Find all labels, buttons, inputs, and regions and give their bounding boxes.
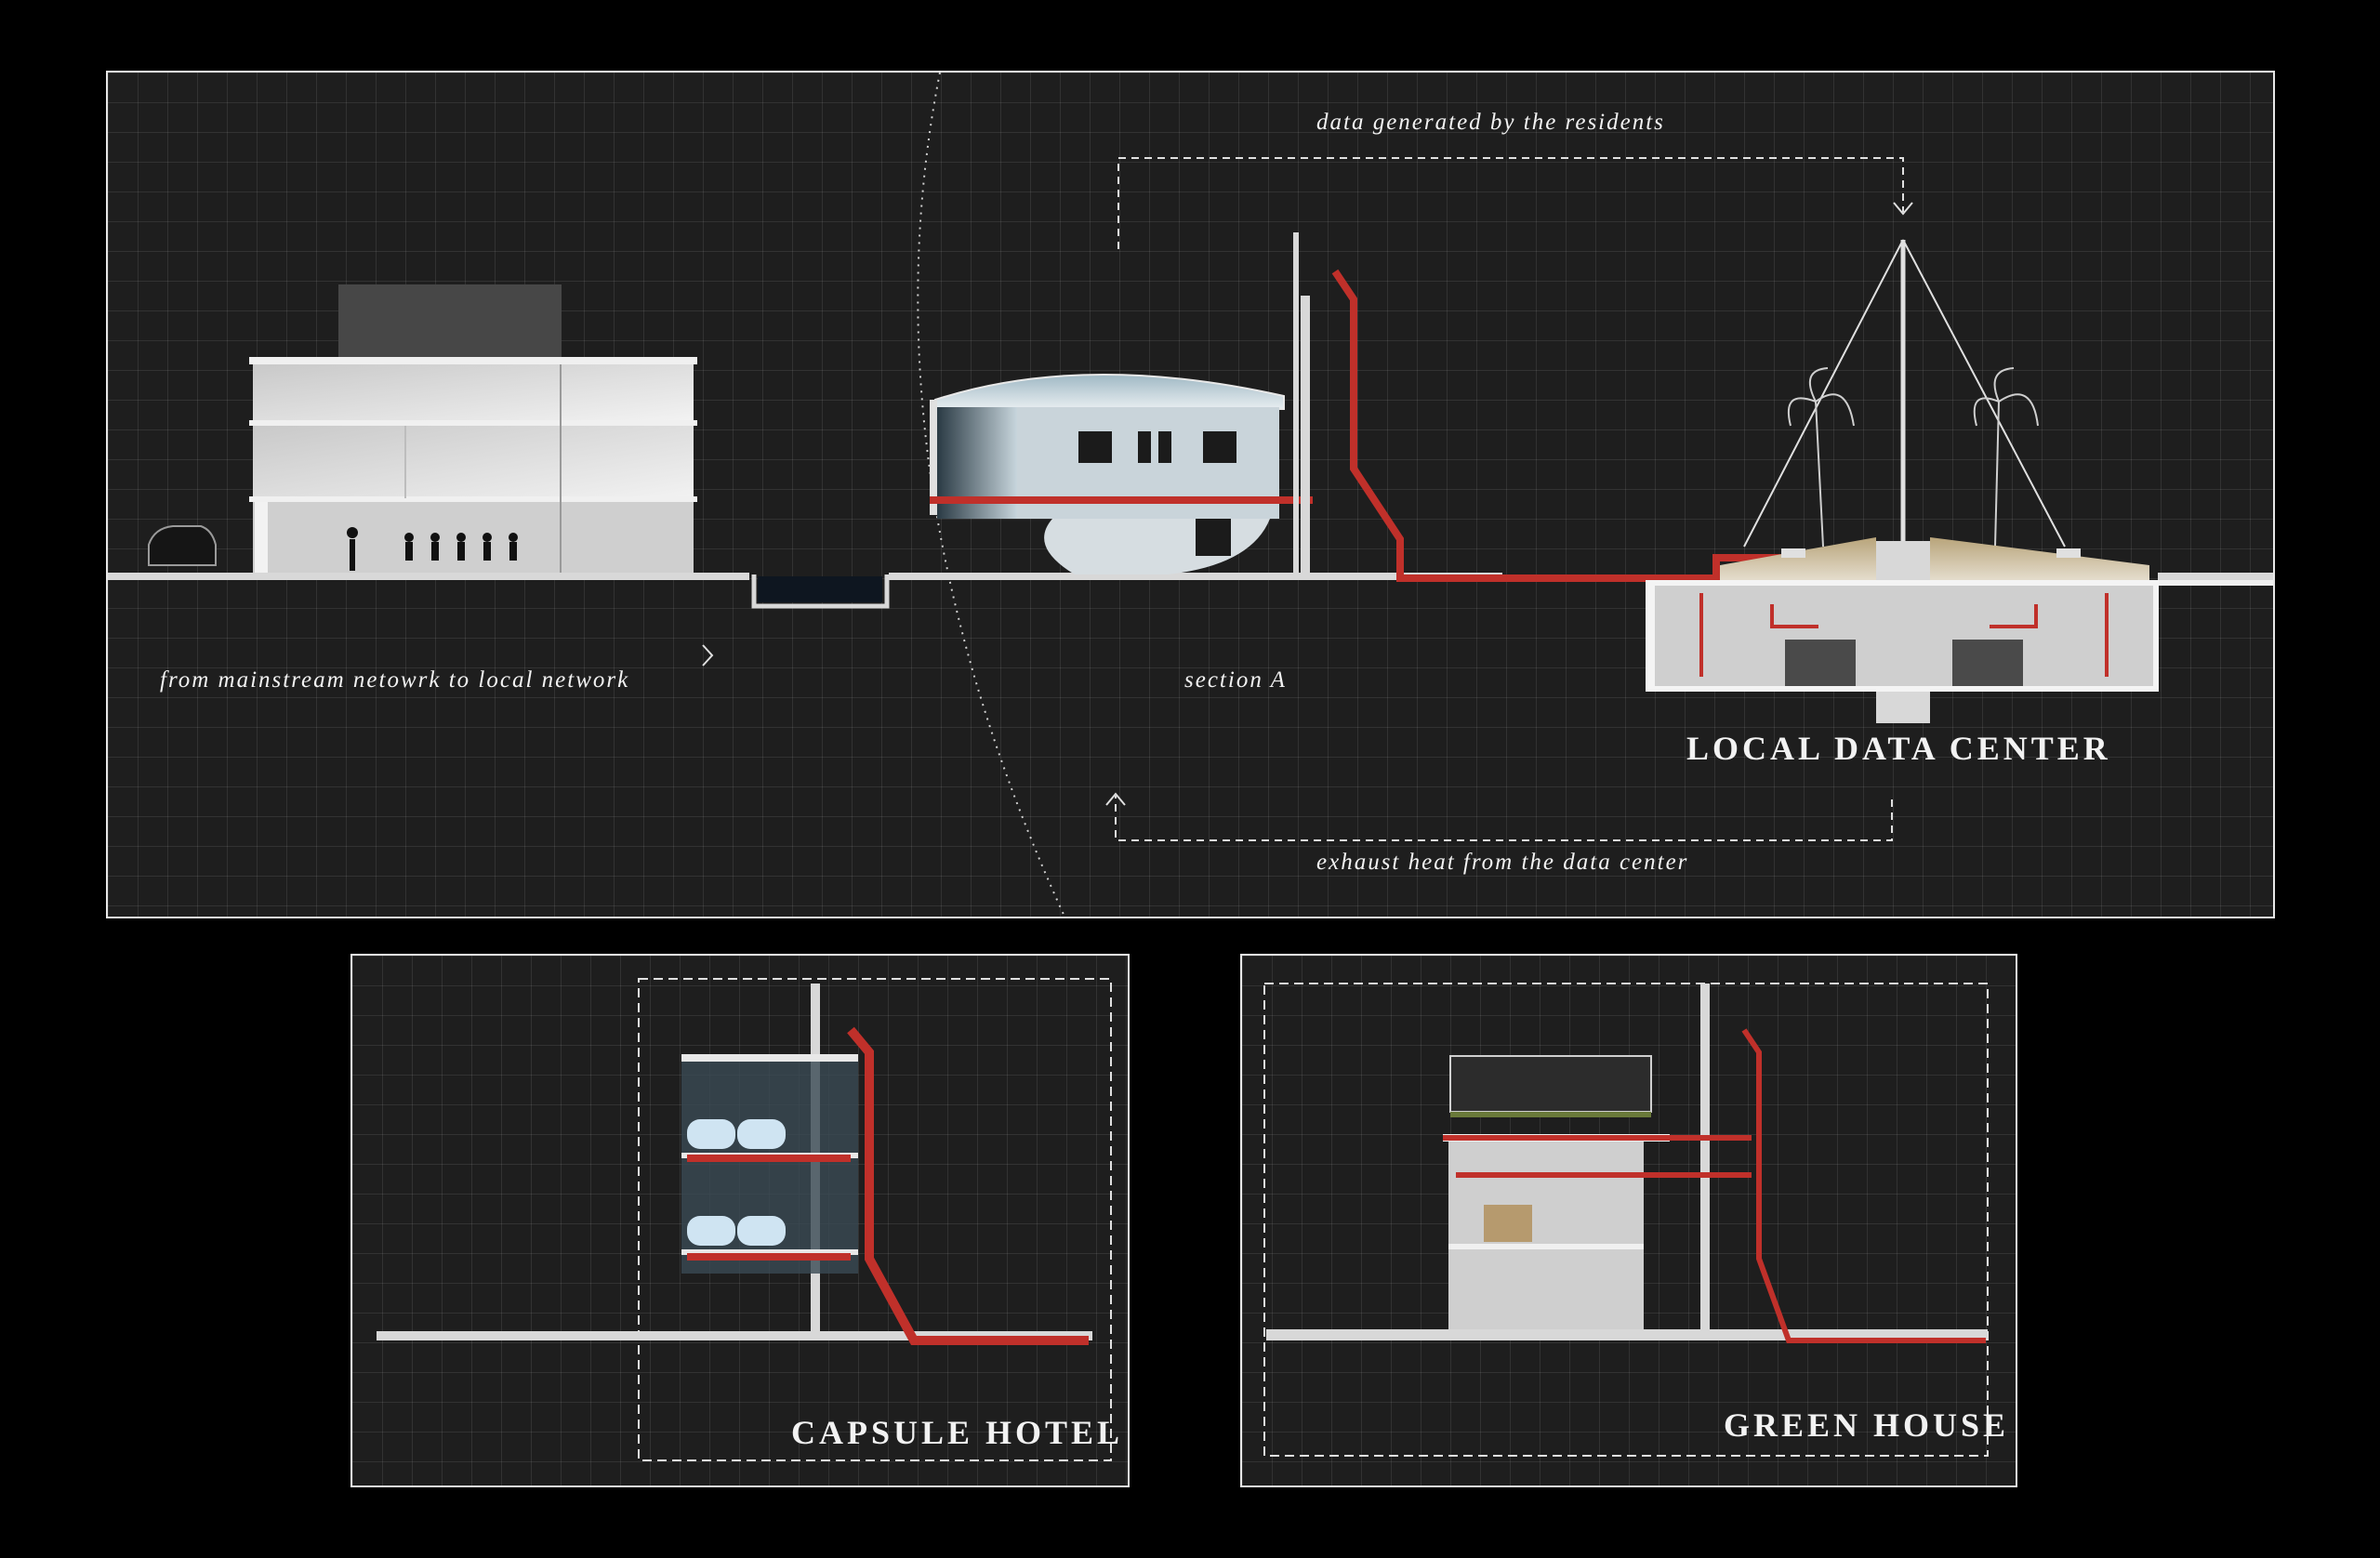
heat-pipe (1331, 269, 1791, 582)
car (148, 525, 217, 566)
capsule-hotel-drawing (377, 978, 1112, 1461)
dome-pavilion (930, 232, 1313, 574)
palm-trees (1787, 367, 2039, 548)
annotation-section-a: section A (1184, 667, 1287, 693)
heat-flow-arrow (1115, 796, 1893, 841)
title-capsule-hotel: CAPSULE HOTEL (791, 1414, 1124, 1451)
data-flow-arrow (1117, 157, 1904, 249)
heat-pipe (847, 1026, 1089, 1345)
green-house-drawing (1263, 983, 1989, 1457)
ground-line (108, 573, 749, 580)
chevron-right-icon (702, 644, 714, 667)
annotation-network: from mainstream netowrk to local network (160, 667, 630, 693)
section-drawing (108, 73, 2273, 917)
water-channel (751, 574, 890, 609)
office-building (148, 284, 697, 573)
data-center-building (1646, 537, 2273, 723)
title-local-data-center: LOCAL DATA CENTER (1686, 730, 2111, 767)
annotation-data-generated: data generated by the residents (1316, 110, 1665, 135)
mast (1743, 239, 2066, 556)
title-green-house: GREEN HOUSE (1724, 1406, 2010, 1444)
section-arc (917, 73, 1066, 917)
capsule-pods (687, 1119, 786, 1246)
main-section-panel: data generated by the residents from mai… (106, 71, 2275, 918)
green-house-panel: GREEN HOUSE (1240, 954, 2017, 1487)
annotation-exhaust-heat: exhaust heat from the data center (1316, 850, 1689, 875)
capsule-hotel-panel: CAPSULE HOTEL (350, 954, 1130, 1487)
